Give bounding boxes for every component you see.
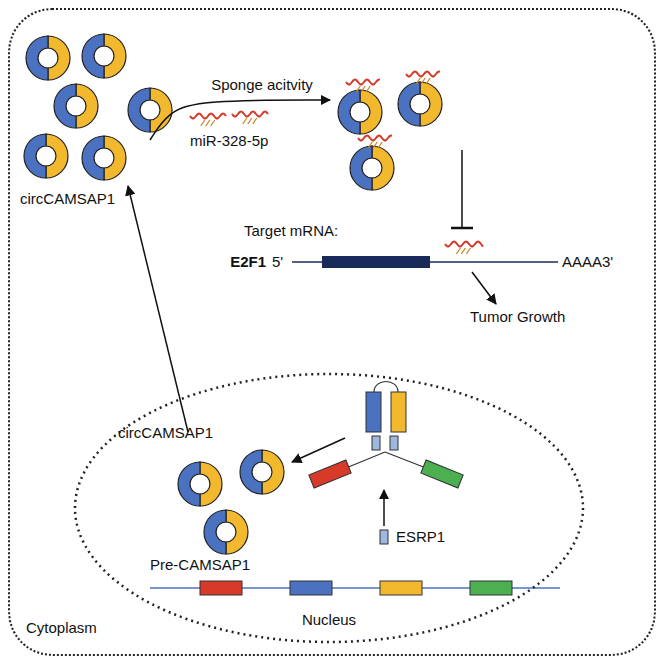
base-pair-mark <box>206 120 210 126</box>
base-pair-mark <box>248 118 252 124</box>
region-label: Nucleus <box>302 611 356 628</box>
circrna-ring <box>350 146 394 190</box>
cell-region: Cytoplasm Nucleus <box>8 8 656 656</box>
circrna-ring <box>82 34 126 78</box>
backsplice-structure <box>309 382 463 545</box>
mirna-strand <box>358 135 392 140</box>
circrna-ring <box>338 90 382 134</box>
target-label: Target mRNA: <box>244 222 338 239</box>
mirna-strand <box>190 114 226 119</box>
circrna-ring <box>54 84 98 128</box>
base-pair-mark <box>211 120 215 126</box>
protein-label: ESRP1 <box>396 528 445 545</box>
circrna-ring <box>240 450 284 494</box>
flow-arrow <box>128 186 188 432</box>
mirna-label: miR-328-5p <box>190 132 268 149</box>
base-pair-mark <box>361 86 365 92</box>
mirna-strand <box>445 242 483 247</box>
flow-arrow <box>472 272 496 304</box>
base-pair-mark <box>356 86 360 92</box>
coding-region <box>322 256 430 268</box>
base-pair-mark <box>253 118 257 124</box>
mirna-strand <box>232 112 268 117</box>
circrna-label: circCAMSAP1 <box>20 190 115 207</box>
base-pair-mark <box>366 86 370 92</box>
flow-arrow <box>292 438 345 462</box>
circrna-ring <box>24 134 68 178</box>
mirna-strand <box>346 79 380 84</box>
inhibition-bar <box>451 227 473 230</box>
pre-mrna-label: Pre-CAMSAP1 <box>150 556 250 573</box>
pre-mrna <box>150 581 560 595</box>
base-pair-mark <box>416 78 420 84</box>
base-pair-mark <box>243 118 247 124</box>
circrna-ring <box>398 82 442 126</box>
base-pair-mark <box>426 78 430 84</box>
circrna-label: circCAMSAP1 <box>118 424 213 441</box>
process-label: Sponge acitvity <box>211 76 313 93</box>
inhibition-line <box>461 150 463 228</box>
circrna-ring <box>204 510 248 554</box>
polya-label: AAAA3' <box>562 253 613 270</box>
base-pair-mark <box>421 78 425 84</box>
base-pair-mark <box>373 142 377 148</box>
base-pair-mark <box>456 248 460 254</box>
circrna-ring <box>128 88 172 132</box>
base-pair-mark <box>461 248 465 254</box>
gene-label: E2F1 <box>230 253 266 270</box>
outcome-label: Tumor Growth <box>470 308 565 325</box>
nucleus-region: Nucleus <box>73 372 585 644</box>
flow-arrow <box>383 490 385 526</box>
circrna-ring <box>26 36 70 80</box>
base-pair-mark <box>368 142 372 148</box>
circrna-ring <box>82 136 126 180</box>
base-pair-mark <box>201 120 205 126</box>
base-pair-mark <box>466 248 470 254</box>
region-label: Cytoplasm <box>26 619 97 636</box>
base-pair-mark <box>378 142 382 148</box>
nucleus-outline <box>73 372 585 644</box>
end-label: 5' <box>272 253 283 270</box>
circrna-ring <box>178 462 222 506</box>
mirna-strand <box>406 71 440 76</box>
